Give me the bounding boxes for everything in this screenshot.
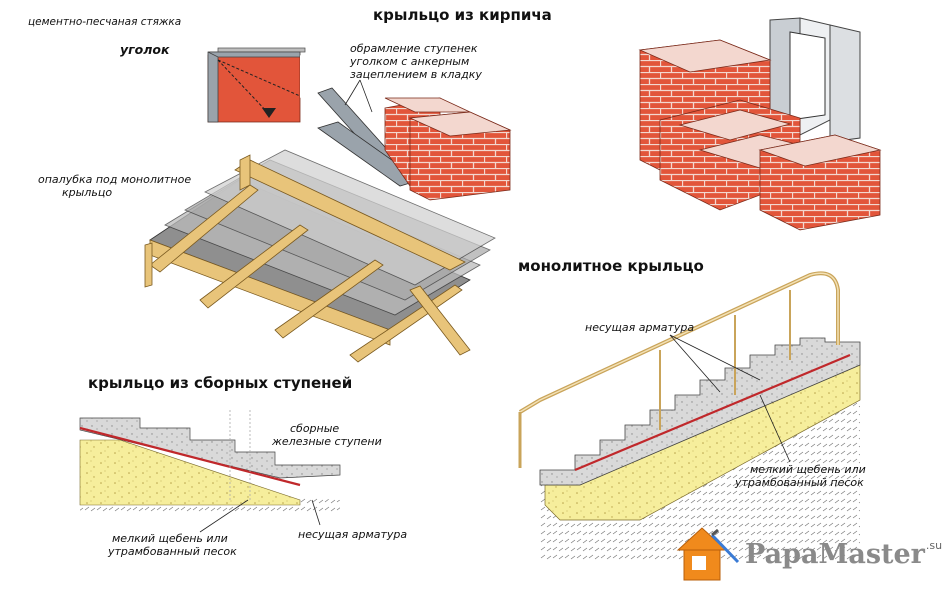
brand-tld: .su (925, 539, 943, 552)
label-framing-1: обрамление ступенек (350, 42, 478, 55)
label-rebar-mono: несущая арматура (585, 321, 695, 334)
brand-name-text: PapaMaster (745, 539, 925, 570)
label-gravel-precast-2: утрамбованный песок (108, 545, 237, 558)
brand-name: PapaMaster.su (745, 539, 942, 570)
title-precast-porch: крыльцо из сборных ступеней (88, 374, 353, 392)
label-framing-3: зацеплением в кладку (350, 68, 482, 81)
label-framing-2: уголком с анкерным (350, 55, 470, 68)
label-gravel-mono-2: утрамбованный песок (735, 476, 864, 489)
precast-section (79, 410, 341, 533)
monolithic-section (518, 271, 861, 560)
label-gravel-mono-1: мелкий щебень или (750, 463, 866, 476)
label-gravel-precast-1: мелкий щебень или (112, 532, 228, 545)
label-corner: уголок (120, 42, 170, 57)
label-precast-steps-2: железные ступени (272, 435, 382, 448)
label-precast-steps-1: сборные (290, 422, 340, 435)
brick-steps-detail (317, 79, 512, 201)
label-formwork-2: крыльцо (62, 186, 113, 199)
label-rebar-precast: несущая арматура (298, 528, 408, 541)
formwork-3d (144, 149, 496, 363)
label-screed: цементно-песчаная стяжка (28, 16, 182, 28)
brand-logo: PapaMaster.su (675, 519, 943, 589)
brick-porch-3d (638, 17, 882, 231)
brick-corner-detail (207, 47, 320, 123)
house-logo-icon (676, 527, 740, 581)
title-brick-porch: крыльцо из кирпича (373, 6, 552, 24)
label-formwork-1: опалубка под монолитное (38, 173, 192, 186)
title-monolithic-porch: монолитное крыльцо (518, 257, 704, 275)
